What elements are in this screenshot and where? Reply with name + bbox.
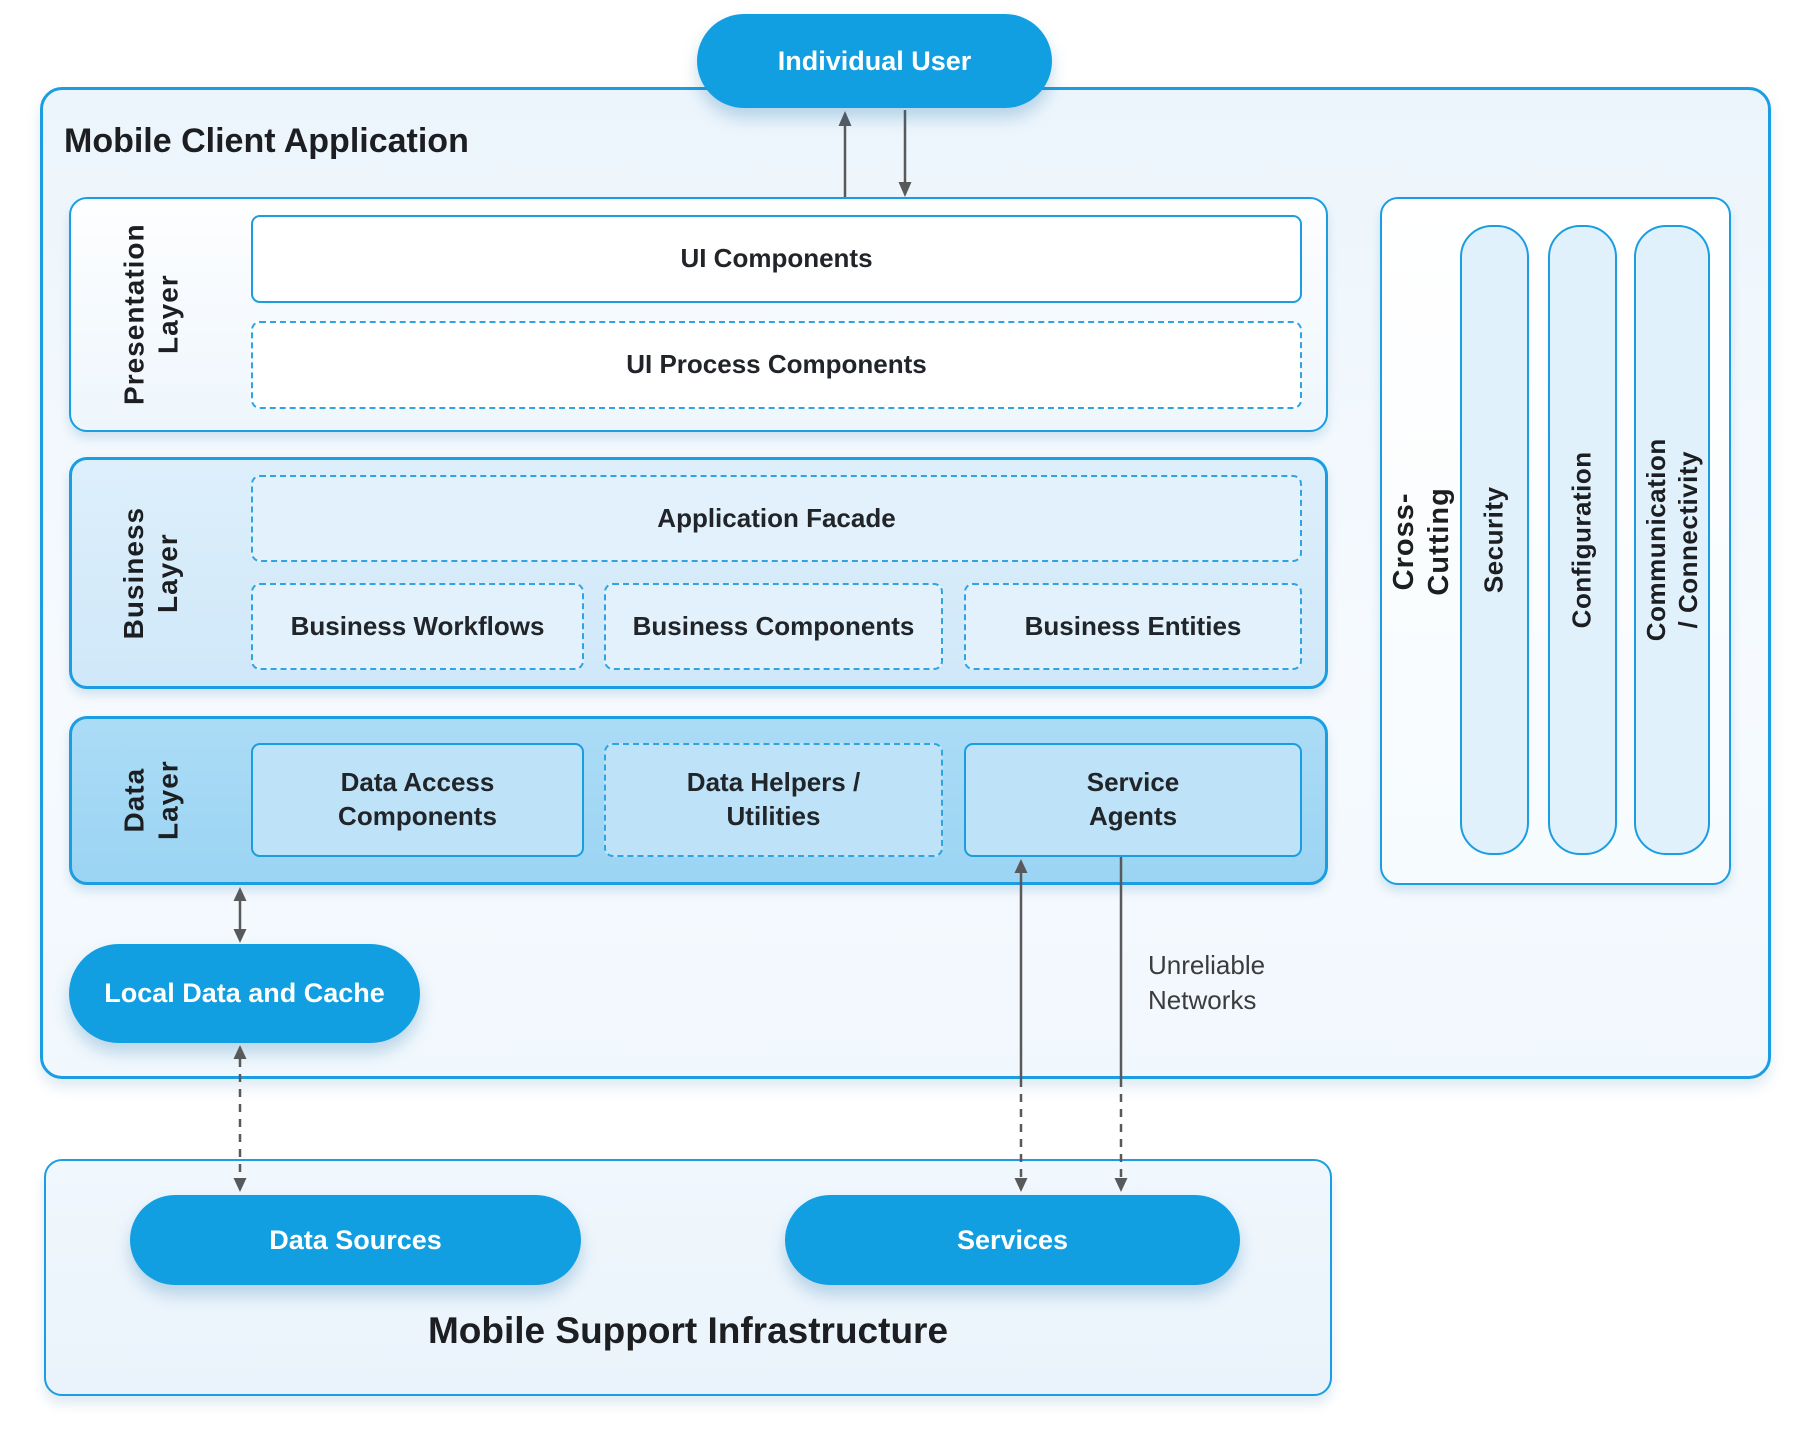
unreliable-networks-label: Unreliable Networks (1148, 950, 1266, 1016)
services-node: Services (785, 1195, 1240, 1285)
business-workflows-box: Business Workflows (251, 583, 584, 670)
ui-components-box: UI Components (251, 215, 1302, 303)
presentation-layer-label: Presentation Layer (118, 223, 184, 406)
business-components-box: Business Components (604, 583, 943, 670)
cross-cutting-label: Cross-Cutting (1387, 486, 1455, 596)
data-helpers-utilities-box: Data Helpers / Utilities (604, 743, 943, 857)
infrastructure-title: Mobile Support Infrastructure (427, 1310, 949, 1351)
individual-user-node: Individual User (697, 14, 1052, 108)
service-agents-box: Service Agents (964, 743, 1302, 857)
local-data-cache-node: Local Data and Cache (69, 944, 420, 1043)
application-facade-box: Application Facade (251, 475, 1302, 562)
communication-connectivity-pill: Communication / Connectivity (1634, 225, 1710, 855)
business-layer-label: Business Layer (118, 506, 184, 640)
data-access-components-box: Data Access Components (251, 743, 584, 857)
mobile-client-title: Mobile Client Application (64, 122, 469, 160)
configuration-pill: Configuration (1548, 225, 1617, 855)
ui-process-components-box: UI Process Components (251, 321, 1302, 409)
business-entities-box: Business Entities (964, 583, 1302, 670)
data-layer-label: Data Layer (118, 760, 184, 841)
data-sources-node: Data Sources (130, 1195, 581, 1285)
security-pill: Security (1460, 225, 1529, 855)
